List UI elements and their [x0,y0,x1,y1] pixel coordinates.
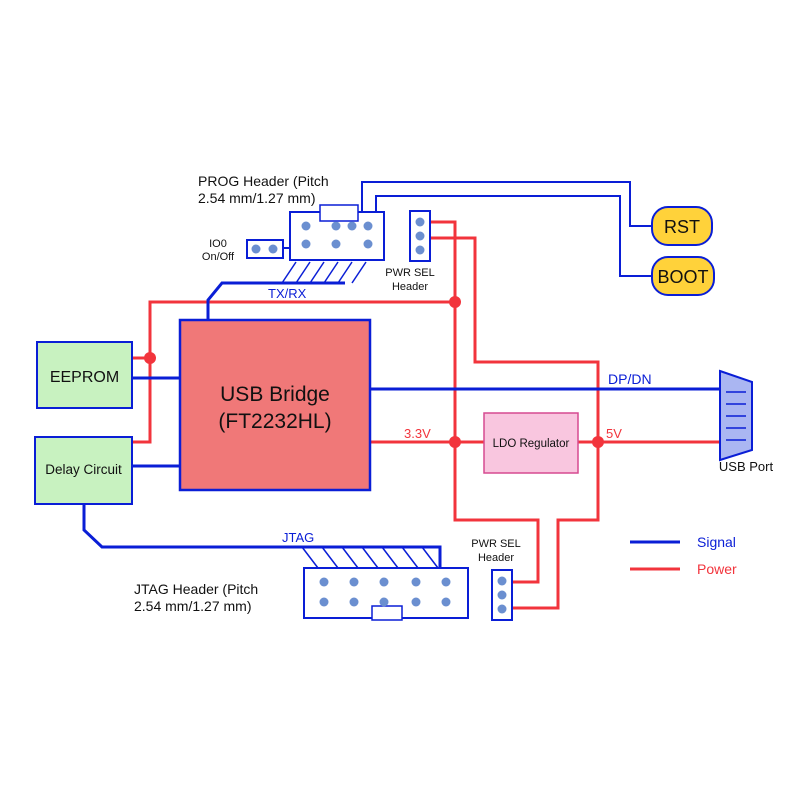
jtag-bus-stripes [301,546,439,569]
usb-port-pins [726,391,746,441]
legend-signal-label: Signal [697,534,736,550]
junction-dots [144,296,604,448]
eeprom-label: EEPROM [50,369,119,386]
pwr-sel-bottom-sublabel: Header [478,552,514,564]
junction-5v [592,436,604,448]
boot-label: BOOT [657,267,708,287]
power-3v3-vertical [430,220,540,584]
eeprom-block: EEPROM [36,341,133,409]
pwr-sel-top-label: PWR SEL [385,267,435,279]
prog-header-title: PROG Header (Pitch [198,173,329,189]
ldo-regulator-block: LDO Regulator [483,412,579,474]
signal-jtag-bus [82,504,442,568]
net-label-3v3: 3.3V [404,426,431,441]
usb-bridge-block: USB Bridge (FT2232HL) [178,318,372,492]
net-label-dpdn: DP/DN [608,371,652,387]
boot-button: BOOT [651,256,715,296]
usb-bridge-subtitle: (FT2232HL) [218,410,331,433]
net-label-jtag: JTAG [282,530,314,545]
signal-prog-rst [361,181,655,227]
net-label-txrx: TX/RX [268,286,307,301]
prog-header-pitch: 2.54 mm/1.27 mm) [198,190,315,206]
rst-button: RST [651,206,713,246]
delay-circuit-block: Delay Circuit [34,436,133,505]
delay-circuit-label: Delay Circuit [45,462,122,477]
usb-port-label: USB Port [719,459,774,474]
signal-wires [82,181,722,568]
pwr-sel-header-bottom: PWR SEL Header [471,538,521,621]
io0-label: IO0 [209,238,227,250]
pwr-sel-header-top: PWR SEL Header [385,210,435,293]
power-rail-top [132,300,455,444]
signal-txrx-bus [206,281,345,320]
net-label-5v: 5V [606,426,622,441]
legend-power-label: Power [697,561,737,577]
junction-txrx [449,296,461,308]
junction-3v3 [449,436,461,448]
usb-bridge-title: USB Bridge [220,383,330,406]
junction-eeprom [144,352,156,364]
jtag-header: JTAG Header (Pitch 2.54 mm/1.27 mm) [134,567,469,621]
prog-bus-stripes [281,261,367,284]
usb-port-connector: USB Port [719,369,774,474]
pwr-sel-top-sublabel: Header [392,281,428,293]
io0-onoff-label: On/Off [202,251,235,263]
signal-prog-boot [375,195,655,277]
io0-header: IO0 On/Off [202,238,284,263]
legend: Signal Power [630,534,737,577]
ldo-regulator-label: LDO Regulator [493,438,570,450]
jtag-header-title: JTAG Header (Pitch [134,581,258,597]
rst-label: RST [664,217,700,237]
prog-header: PROG Header (Pitch 2.54 mm/1.27 mm) [198,173,385,261]
jtag-header-pitch: 2.54 mm/1.27 mm) [134,598,251,614]
pwr-sel-bottom-label: PWR SEL [471,538,521,550]
